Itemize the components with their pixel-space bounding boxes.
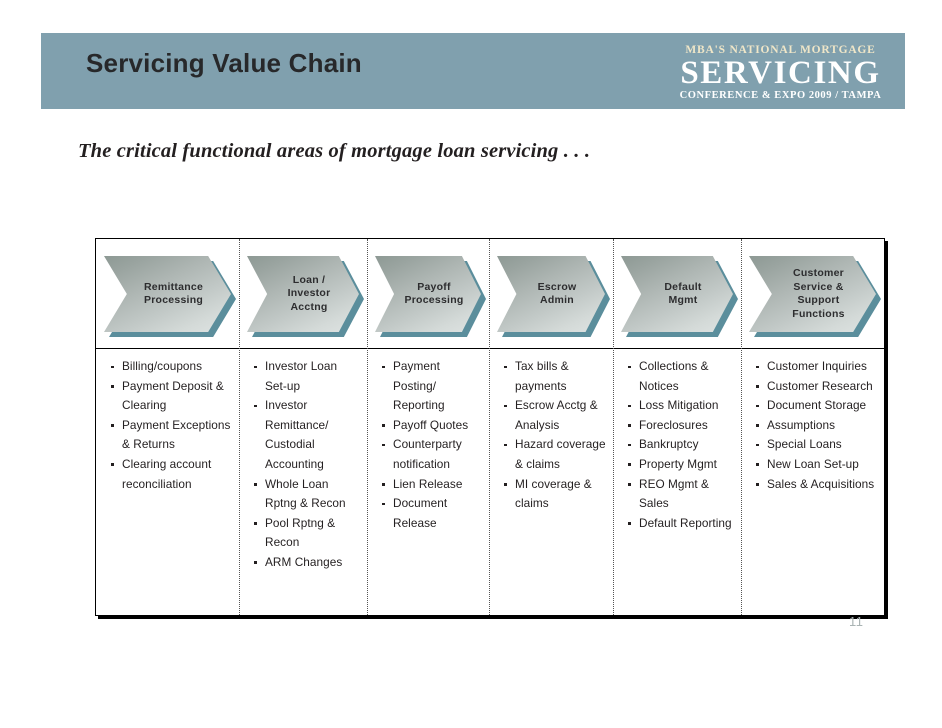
chevron-shape: Payoff Processing [375, 256, 486, 337]
chevron-header-6[interactable]: Customer Service & Support Functions [741, 239, 884, 349]
value-chain-table: Remittance Processing Loan / Investor Acc… [95, 238, 885, 616]
list-item: Document Storage [752, 396, 878, 416]
chevron-label: Loan / Investor Acctng [287, 273, 331, 313]
chevron-header-4[interactable]: Escrow Admin [489, 239, 613, 349]
list-item: Document Release [378, 494, 483, 533]
list-item: Investor Remittance/ Custodial Accountin… [250, 396, 361, 474]
conference-logo: MBA'S NATIONAL MORTGAGE SERVICING CONFER… [673, 44, 888, 102]
chevron-header-5[interactable]: Default Mgmt [613, 239, 741, 349]
chevron-shape: Escrow Admin [497, 256, 610, 337]
list-item: Payment Deposit & Clearing [107, 377, 233, 416]
chevron-body: Payoff Processing [375, 256, 481, 332]
list-item: Sales & Acquisitions [752, 475, 878, 495]
list-item: Billing/coupons [107, 357, 233, 377]
logo-line-conference-expo: CONFERENCE & EXPO 2009 / TAMPA [679, 90, 882, 102]
list-item: Counterparty notification [378, 435, 483, 474]
list-item: Payment Posting/ Reporting [378, 357, 483, 416]
list-item: Customer Research [752, 377, 878, 397]
chevron-body: Escrow Admin [497, 256, 605, 332]
list-item: Escrow Acctg & Analysis [500, 396, 607, 435]
slide-subtitle: The critical functional areas of mortgag… [78, 140, 591, 162]
list-item: MI coverage & claims [500, 475, 607, 514]
chevron-header-row: Remittance Processing Loan / Investor Acc… [96, 239, 884, 349]
list-item: Investor Loan Set-up [250, 357, 361, 396]
list-item: ARM Changes [250, 553, 361, 573]
list-item: Tax bills & payments [500, 357, 607, 396]
chevron-shape: Default Mgmt [621, 256, 738, 337]
chevron-label: Payoff Processing [404, 280, 464, 307]
chevron-header-2[interactable]: Loan / Investor Acctng [239, 239, 367, 349]
chevron-label: Remittance Processing [143, 280, 204, 307]
list-item: REO Mgmt & Sales [624, 475, 735, 514]
list-item: Special Loans [752, 435, 878, 455]
page-title: Servicing Value Chain [86, 48, 362, 78]
list-item: Hazard coverage & claims [500, 435, 607, 474]
list-item: Foreclosures [624, 416, 735, 436]
chevron-body: Default Mgmt [621, 256, 733, 332]
chevron-body: Customer Service & Support Functions [749, 256, 876, 332]
chevron-header-3[interactable]: Payoff Processing [367, 239, 489, 349]
chevron-header-1[interactable]: Remittance Processing [96, 239, 239, 349]
chevron-shape: Remittance Processing [104, 256, 236, 337]
list-item: Pool Rptng & Recon [250, 514, 361, 553]
logo-line-servicing: SERVICING [680, 54, 881, 91]
list-item: Collections & Notices [624, 357, 735, 396]
list-item: New Loan Set-up [752, 455, 878, 475]
chevron-label: Default Mgmt [664, 280, 702, 307]
chevron-shape: Loan / Investor Acctng [247, 256, 364, 337]
list-item: Property Mgmt [624, 455, 735, 475]
list-item: Loss Mitigation [624, 396, 735, 416]
list-item: Payoff Quotes [378, 416, 483, 436]
list-item: Whole Loan Rptng & Recon [250, 475, 361, 514]
slide-header-bar: Servicing Value Chain MBA'S NATIONAL MOR… [41, 33, 905, 109]
list-item: Assumptions [752, 416, 878, 436]
list-item: Bankruptcy [624, 435, 735, 455]
list-item: Clearing account reconciliation [107, 455, 233, 494]
chevron-label: Customer Service & Support Functions [792, 267, 845, 320]
chevron-shape: Customer Service & Support Functions [749, 256, 881, 337]
logo-line-mba-national-mortgage: MBA'S NATIONAL MORTGAGE [685, 44, 876, 56]
list-item: Default Reporting [624, 514, 735, 534]
list-item: Customer Inquiries [752, 357, 878, 377]
list-item: Lien Release [378, 475, 483, 495]
chevron-body: Remittance Processing [104, 256, 231, 332]
page-number: 11 [849, 614, 864, 629]
chevron-label: Escrow Admin [537, 280, 577, 307]
list-item: Payment Exceptions & Returns [107, 416, 233, 455]
chevron-body: Loan / Investor Acctng [247, 256, 359, 332]
